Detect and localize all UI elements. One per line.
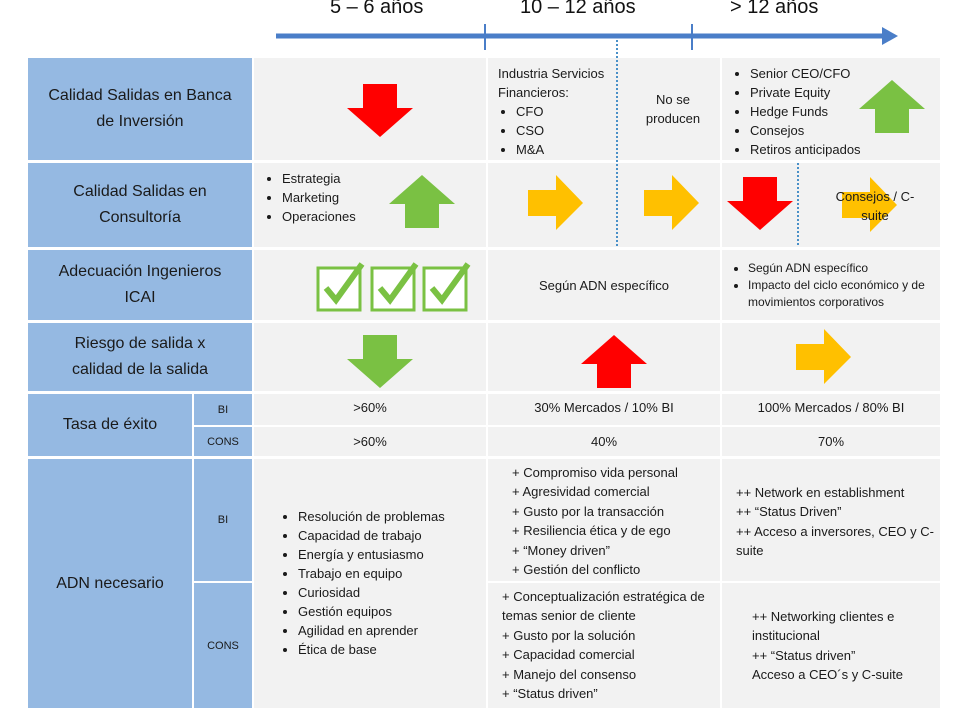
adn-col1-list: Resolución de problemas Capacidad de tra… xyxy=(276,507,486,659)
tasa-cons-col1: >60% xyxy=(254,427,486,456)
checkmark-icon xyxy=(316,262,365,312)
list-item: Marketing xyxy=(282,188,486,207)
list-item: Retiros anticipados xyxy=(750,140,940,159)
banca-col2: Industria Servicios Financieros: CFO CSO… xyxy=(488,58,720,160)
arrow-up-green-icon xyxy=(859,80,925,133)
riesgo-col3 xyxy=(722,323,940,391)
row-header-tasa: Tasa de éxito xyxy=(28,394,192,456)
tasa-cons-col2: 40% xyxy=(488,427,720,456)
list-item: M&A xyxy=(516,140,720,159)
list-item: Gestión equipos xyxy=(298,602,486,621)
list-item: CSO xyxy=(516,121,720,140)
arrow-down-red-icon xyxy=(347,84,413,137)
banca-col2-title: Industria Servicios Financieros: xyxy=(498,66,605,100)
checkmark-icon xyxy=(422,262,471,312)
consultoria-col1-list: Estrategia Marketing Operaciones xyxy=(260,169,486,226)
timeline-arrow xyxy=(276,24,898,50)
adecuacion-col3: Según ADN específico Impacto del ciclo e… xyxy=(722,250,940,320)
adn-cons-col2: + Conceptualización estratégica de temas… xyxy=(488,583,720,708)
banca-col3: Senior CEO/CFO Private Equity Hedge Fund… xyxy=(722,58,940,160)
dotted-separator xyxy=(616,40,618,246)
tasa-bi-col2: 30% Mercados / 10% BI xyxy=(488,394,720,425)
timeline-period-2: 10 – 12 años xyxy=(520,0,636,18)
list-item: CFO xyxy=(516,102,720,121)
list-item: Private Equity xyxy=(750,83,940,102)
arrow-right-yellow-icon xyxy=(842,177,897,232)
adecuacion-col1 xyxy=(254,250,486,320)
riesgo-col2 xyxy=(488,323,720,391)
timeline-period-3: > 12 años xyxy=(730,0,819,18)
arrow-down-red-icon xyxy=(727,177,793,230)
tasa-bi-label: BI xyxy=(194,394,252,425)
list-item: Trabajo en equipo xyxy=(298,564,486,583)
list-item: Ética de base xyxy=(298,640,486,659)
list-item: Según ADN específico xyxy=(748,260,940,277)
consultoria-col1: Estrategia Marketing Operaciones xyxy=(254,163,486,247)
arrow-right-yellow-icon xyxy=(796,329,851,384)
tasa-bi-col3: 100% Mercados / 80% BI xyxy=(722,394,940,425)
arrow-up-green-icon xyxy=(389,175,455,228)
arrow-right-yellow-icon xyxy=(644,175,699,230)
list-item: Consejos xyxy=(750,121,940,140)
tasa-cons-label: CONS xyxy=(194,427,252,456)
adn-col1: Resolución de problemas Capacidad de tra… xyxy=(254,459,486,708)
list-item: Curiosidad xyxy=(298,583,486,602)
arrow-down-green-icon xyxy=(347,335,413,388)
arrow-up-red-icon xyxy=(581,335,647,388)
list-item: Resolución de problemas xyxy=(298,507,486,526)
dotted-separator xyxy=(797,163,799,245)
adecuacion-col3-list: Según ADN específico Impacto del ciclo e… xyxy=(728,260,940,311)
tasa-bi-col1: >60% xyxy=(254,394,486,425)
list-item: Agilidad en aprender xyxy=(298,621,486,640)
banca-col2-note: No se producen xyxy=(645,92,701,126)
adecuacion-col2: Según ADN específico xyxy=(488,250,720,320)
row-header-riesgo: Riesgo de salida x calidad de la salida xyxy=(28,323,252,391)
banca-col3-list: Senior CEO/CFO Private Equity Hedge Fund… xyxy=(728,64,940,159)
row-header-banca: Calidad Salidas en Banca de Inversión xyxy=(28,58,252,160)
tasa-cons-col3: 70% xyxy=(722,427,940,456)
list-item: Hedge Funds xyxy=(750,102,940,121)
checkmark-icon xyxy=(370,262,419,312)
riesgo-col1 xyxy=(254,323,486,391)
consultoria-col2 xyxy=(488,163,720,247)
list-item: Operaciones xyxy=(282,207,486,226)
row-header-adecuacion: Adecuación Ingenieros ICAI xyxy=(28,250,252,320)
row-header-consultoria: Calidad Salidas en Consultoría xyxy=(28,163,252,247)
adn-cons-label: CONS xyxy=(194,583,252,708)
consultoria-col3-note: Consejos / C-suite xyxy=(835,189,915,223)
adn-bi-col3: ++ Network en establishment ++ “Status D… xyxy=(722,459,940,581)
timeline-period-1: 5 – 6 años xyxy=(330,0,424,18)
banca-col1 xyxy=(254,58,486,160)
consultoria-col3: Consejos / C-suite xyxy=(722,163,940,247)
list-item: Capacidad de trabajo xyxy=(298,526,486,545)
list-item: Impacto del ciclo económico y de movimie… xyxy=(748,277,940,311)
list-item: Senior CEO/CFO xyxy=(750,64,940,83)
arrow-right-yellow-icon xyxy=(528,175,583,230)
banca-col2-list: CFO CSO M&A xyxy=(498,102,720,159)
list-item: Energía y entusiasmo xyxy=(298,545,486,564)
adn-bi-col2: + Compromiso vida personal + Agresividad… xyxy=(488,459,720,581)
adn-bi-label: BI xyxy=(194,459,252,581)
list-item: Estrategia xyxy=(282,169,486,188)
row-header-adn: ADN necesario xyxy=(28,459,192,708)
adn-cons-col3: ++ Networking clientes e institucional +… xyxy=(722,583,940,708)
